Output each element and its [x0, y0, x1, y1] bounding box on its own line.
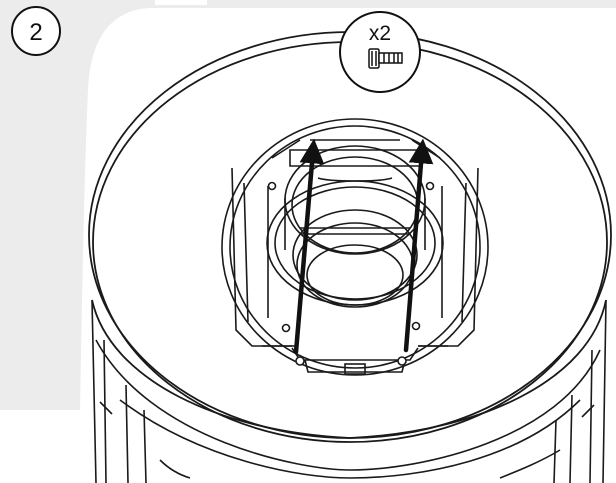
screw-head — [267, 181, 277, 191]
screw-head — [411, 321, 421, 331]
background-band — [0, 0, 616, 410]
arrow-up-right — [403, 138, 434, 353]
direction-arrows — [293, 138, 434, 355]
lid — [88, 31, 612, 443]
step-number: 2 — [29, 19, 42, 46]
arrow-up-left — [293, 138, 325, 355]
quantity-label: x2 — [369, 22, 391, 45]
screw-icon — [368, 48, 403, 69]
flue-opening — [221, 118, 489, 376]
screw-quantity-callout: x2 — [339, 11, 421, 93]
screw-head — [295, 356, 305, 366]
screw-head — [397, 356, 407, 366]
step-badge: 2 — [11, 6, 61, 56]
screw-head — [425, 181, 435, 191]
appliance-body — [91, 299, 607, 483]
screws — [267, 181, 435, 366]
screw-head — [281, 323, 291, 333]
